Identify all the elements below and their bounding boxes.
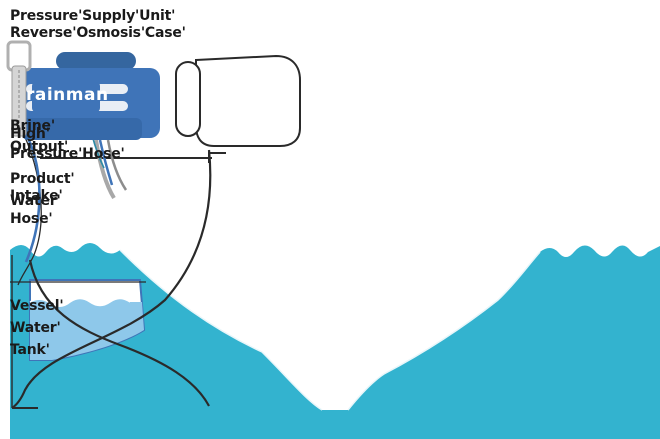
brine-output-hose	[24, 137, 41, 263]
product-water-hose	[17, 134, 42, 286]
hull-edge-right	[347, 251, 541, 411]
fitting-hose-blue	[98, 139, 114, 186]
high-pressure-hose-label-line-2: Pressure'Hose'	[10, 146, 125, 162]
product-water-hose-label-line-1: Product'	[10, 171, 75, 187]
pressure-unit-brand-panel	[32, 82, 100, 112]
fitting-hose-grey-2	[106, 139, 128, 191]
hull-edge-left	[119, 249, 323, 411]
intake-hose-return	[28, 259, 210, 407]
brand-logo-text: rainman	[26, 85, 109, 105]
vessel-water-tank-label-line-2: Water'	[10, 320, 61, 336]
vessel-water-tank-label-line-1: Vessel'	[10, 298, 64, 314]
vessel-water-tank-label-line-3: Tank'	[10, 342, 50, 358]
brine-output-label-line-2: Output'	[10, 139, 69, 155]
pressure-unit-back	[56, 52, 136, 70]
water-tank-water	[30, 298, 144, 360]
water-tank-wave-line	[29, 297, 131, 307]
fitting-hose-grey	[94, 139, 116, 200]
product-water-hose-label-line-3: Hose'	[10, 211, 53, 227]
product-water-hose-label-line-2: Water'	[10, 193, 61, 209]
reverse-osmosis-case-label: Reverse'Osmosis'Case'	[10, 25, 186, 41]
pressure-unit-base	[22, 118, 142, 140]
pressure-supply-unit-label: Pressure'Supply'Unit'	[10, 8, 176, 24]
ro-case-endcap	[175, 61, 201, 137]
sea-water	[10, 243, 660, 439]
high-pressure-hose-end	[208, 152, 226, 163]
high-pressure-hose-label-line-1: High'	[10, 126, 50, 142]
intake-hose	[11, 149, 212, 409]
brine-output-label-line-1: Brine'	[10, 118, 55, 134]
intake-label: Intake'	[10, 188, 63, 204]
ro-case-outline	[195, 54, 301, 147]
